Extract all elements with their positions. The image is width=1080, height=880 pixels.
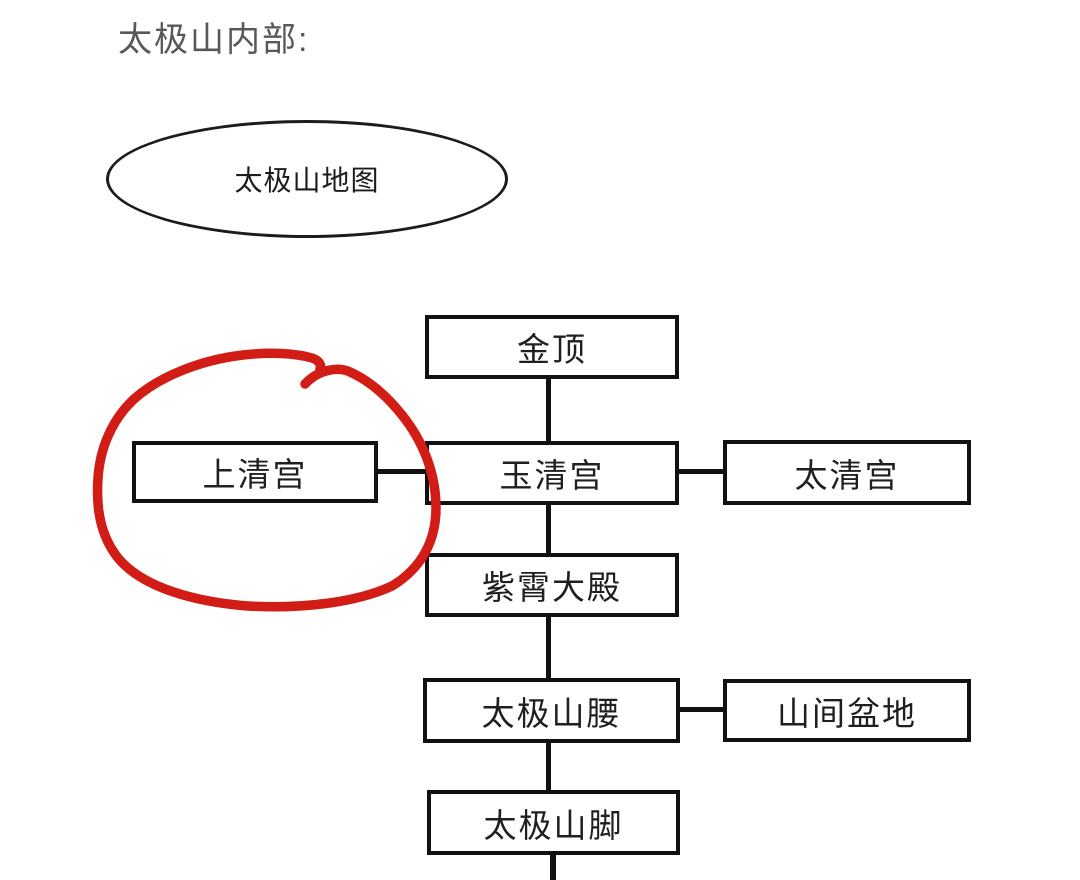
edge-shanyao-pendi (680, 707, 723, 712)
edge-shanyao-shanjiao (546, 743, 551, 790)
node-taijishanjiao: 太极山脚 (427, 790, 680, 855)
edge-zixiao-shanyao (546, 617, 551, 678)
node-taijishanyao: 太极山腰 (423, 678, 680, 743)
node-jinding: 金顶 (425, 315, 679, 379)
map-ellipse: 太极山地图 (106, 120, 508, 238)
node-shanjianpendi: 山间盆地 (723, 679, 971, 742)
node-shangqinggong: 上清宫 (132, 441, 378, 503)
edge-jinding-yuqing (546, 379, 551, 441)
edge-shanjiao-below (550, 855, 556, 880)
page-title: 太极山内部: (118, 21, 310, 59)
map-ellipse-label: 太极山地图 (234, 165, 380, 196)
node-yuqinggong: 玉清宫 (425, 441, 679, 505)
node-zixiaodadian: 紫霄大殿 (425, 553, 679, 617)
edge-shangqing-yuqing (378, 469, 425, 474)
edge-yuqing-taiqing (679, 469, 723, 474)
edge-yuqing-zixiao (546, 505, 551, 553)
node-taiqinggong: 太清宫 (723, 440, 971, 505)
